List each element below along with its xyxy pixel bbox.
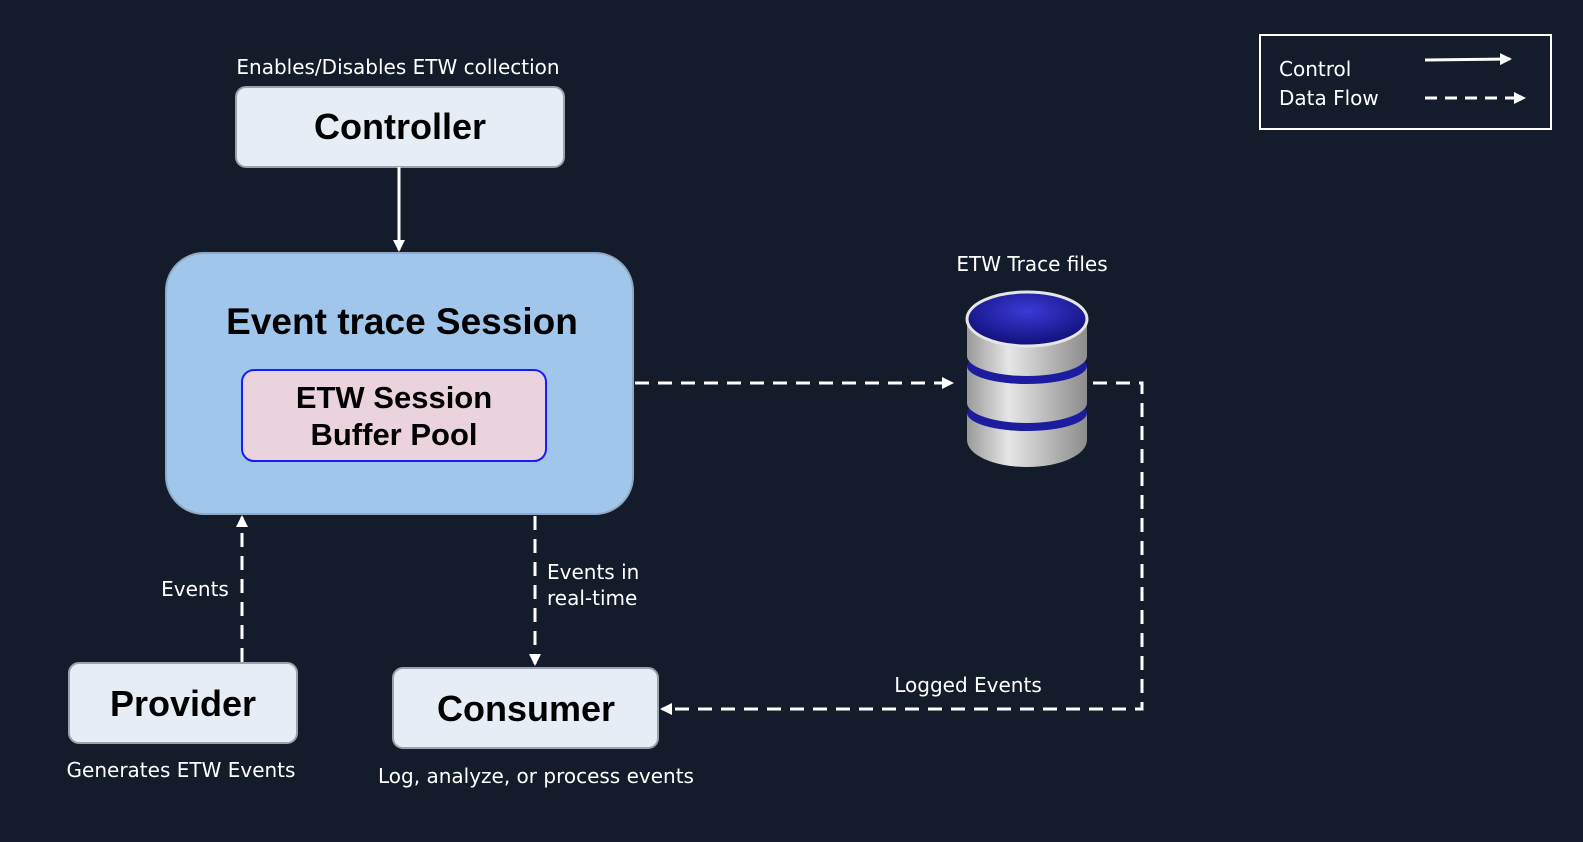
trace-files-caption: ETW Trace files [956, 252, 1107, 276]
controller-label: Controller [314, 106, 486, 147]
database-icon [965, 290, 1089, 467]
data-arrow-files-to-consumer [660, 381, 1144, 715]
consumer-label: Consumer [437, 688, 615, 729]
provider-node: Provider Generates ETW Events [67, 662, 298, 782]
consumer-caption: Log, analyze, or process events [378, 764, 694, 788]
realtime-label-line2: real-time [547, 586, 637, 610]
legend: Control Data Flow [1259, 34, 1552, 130]
logged-events-label: Logged Events [894, 673, 1042, 697]
controller-node: Enables/Disables ETW collection Controll… [235, 55, 565, 168]
legend-box [1259, 34, 1552, 130]
provider-caption: Generates ETW Events [67, 758, 296, 782]
buffer-pool-line1: ETW Session [296, 380, 492, 415]
trace-files-node: ETW Trace files [956, 252, 1108, 467]
buffer-pool-box [241, 369, 547, 462]
events-label: Events [161, 577, 229, 601]
controller-caption: Enables/Disables ETW collection [236, 55, 559, 79]
legend-data-flow-label: Data Flow [1279, 86, 1379, 110]
realtime-label-line1: Events in [547, 560, 639, 584]
consumer-node: Consumer Log, analyze, or process events [378, 667, 694, 788]
session-node: Event trace Session ETW Session Buffer P… [165, 252, 634, 515]
buffer-pool-line2: Buffer Pool [310, 417, 477, 452]
buffer-pool-node: ETW Session Buffer Pool [241, 369, 547, 462]
provider-box [68, 662, 298, 744]
legend-control-label: Control [1279, 57, 1351, 81]
provider-label: Provider [110, 683, 256, 724]
consumer-box [392, 667, 659, 749]
session-label: Event trace Session [226, 301, 578, 342]
legend-control-arrow [1424, 53, 1512, 66]
